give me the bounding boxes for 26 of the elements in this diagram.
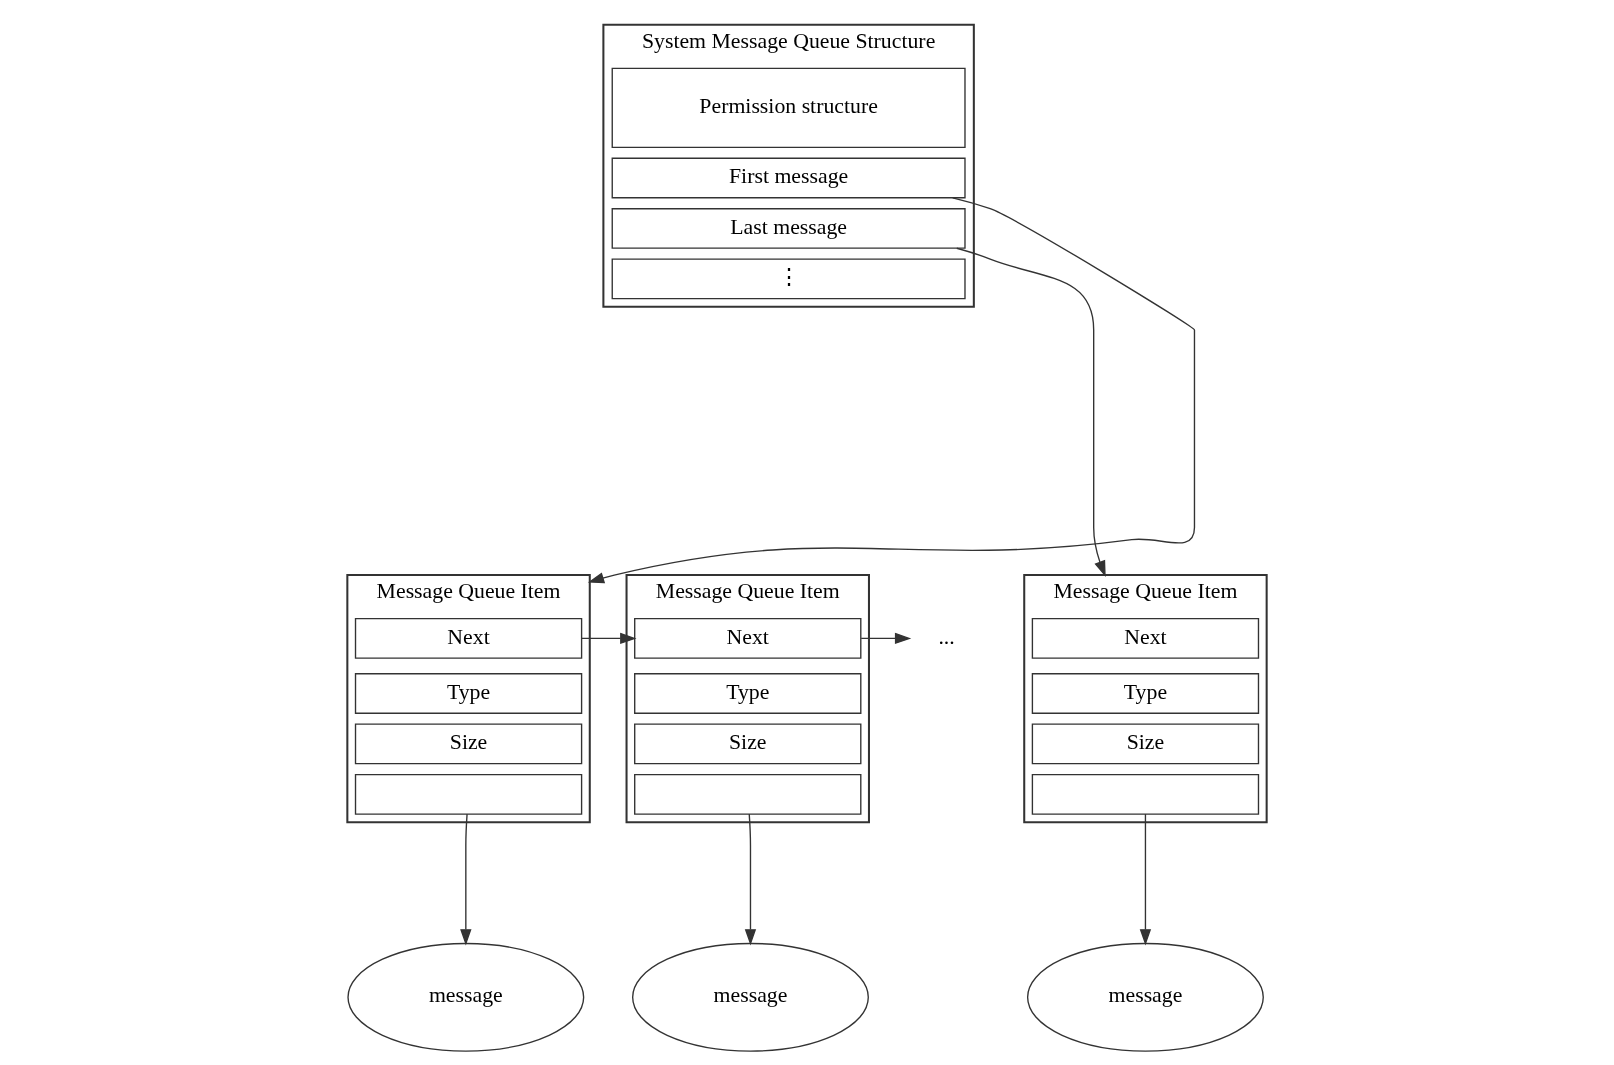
node-ellipse: message (1026, 942, 1264, 1052)
node-box (1031, 773, 1260, 815)
node-box: Permission structure (611, 67, 966, 149)
node-box: Next (354, 617, 583, 659)
arrow (587, 197, 1196, 584)
arrow (744, 813, 757, 946)
node-box: ⋮ (611, 258, 966, 300)
node-box: Last message (611, 208, 966, 249)
node-box: Next (634, 617, 862, 659)
node-box: Type (354, 673, 583, 714)
node-box (354, 773, 583, 815)
arrow (581, 632, 637, 645)
node-box: Size (1031, 723, 1260, 765)
node-box: Next (1031, 617, 1260, 659)
node-box: Type (1031, 673, 1260, 714)
arrow (1139, 813, 1152, 946)
node-box (634, 773, 862, 815)
node-ellipse: message (347, 942, 585, 1052)
node-text: ... (938, 624, 955, 649)
node-box: Size (634, 723, 862, 765)
node-ellipse: message (632, 942, 869, 1052)
node-box: Type (634, 673, 862, 714)
arrow (860, 632, 912, 645)
arrow (460, 813, 472, 946)
node-box: Size (354, 723, 583, 765)
node-box: First message (611, 157, 966, 199)
